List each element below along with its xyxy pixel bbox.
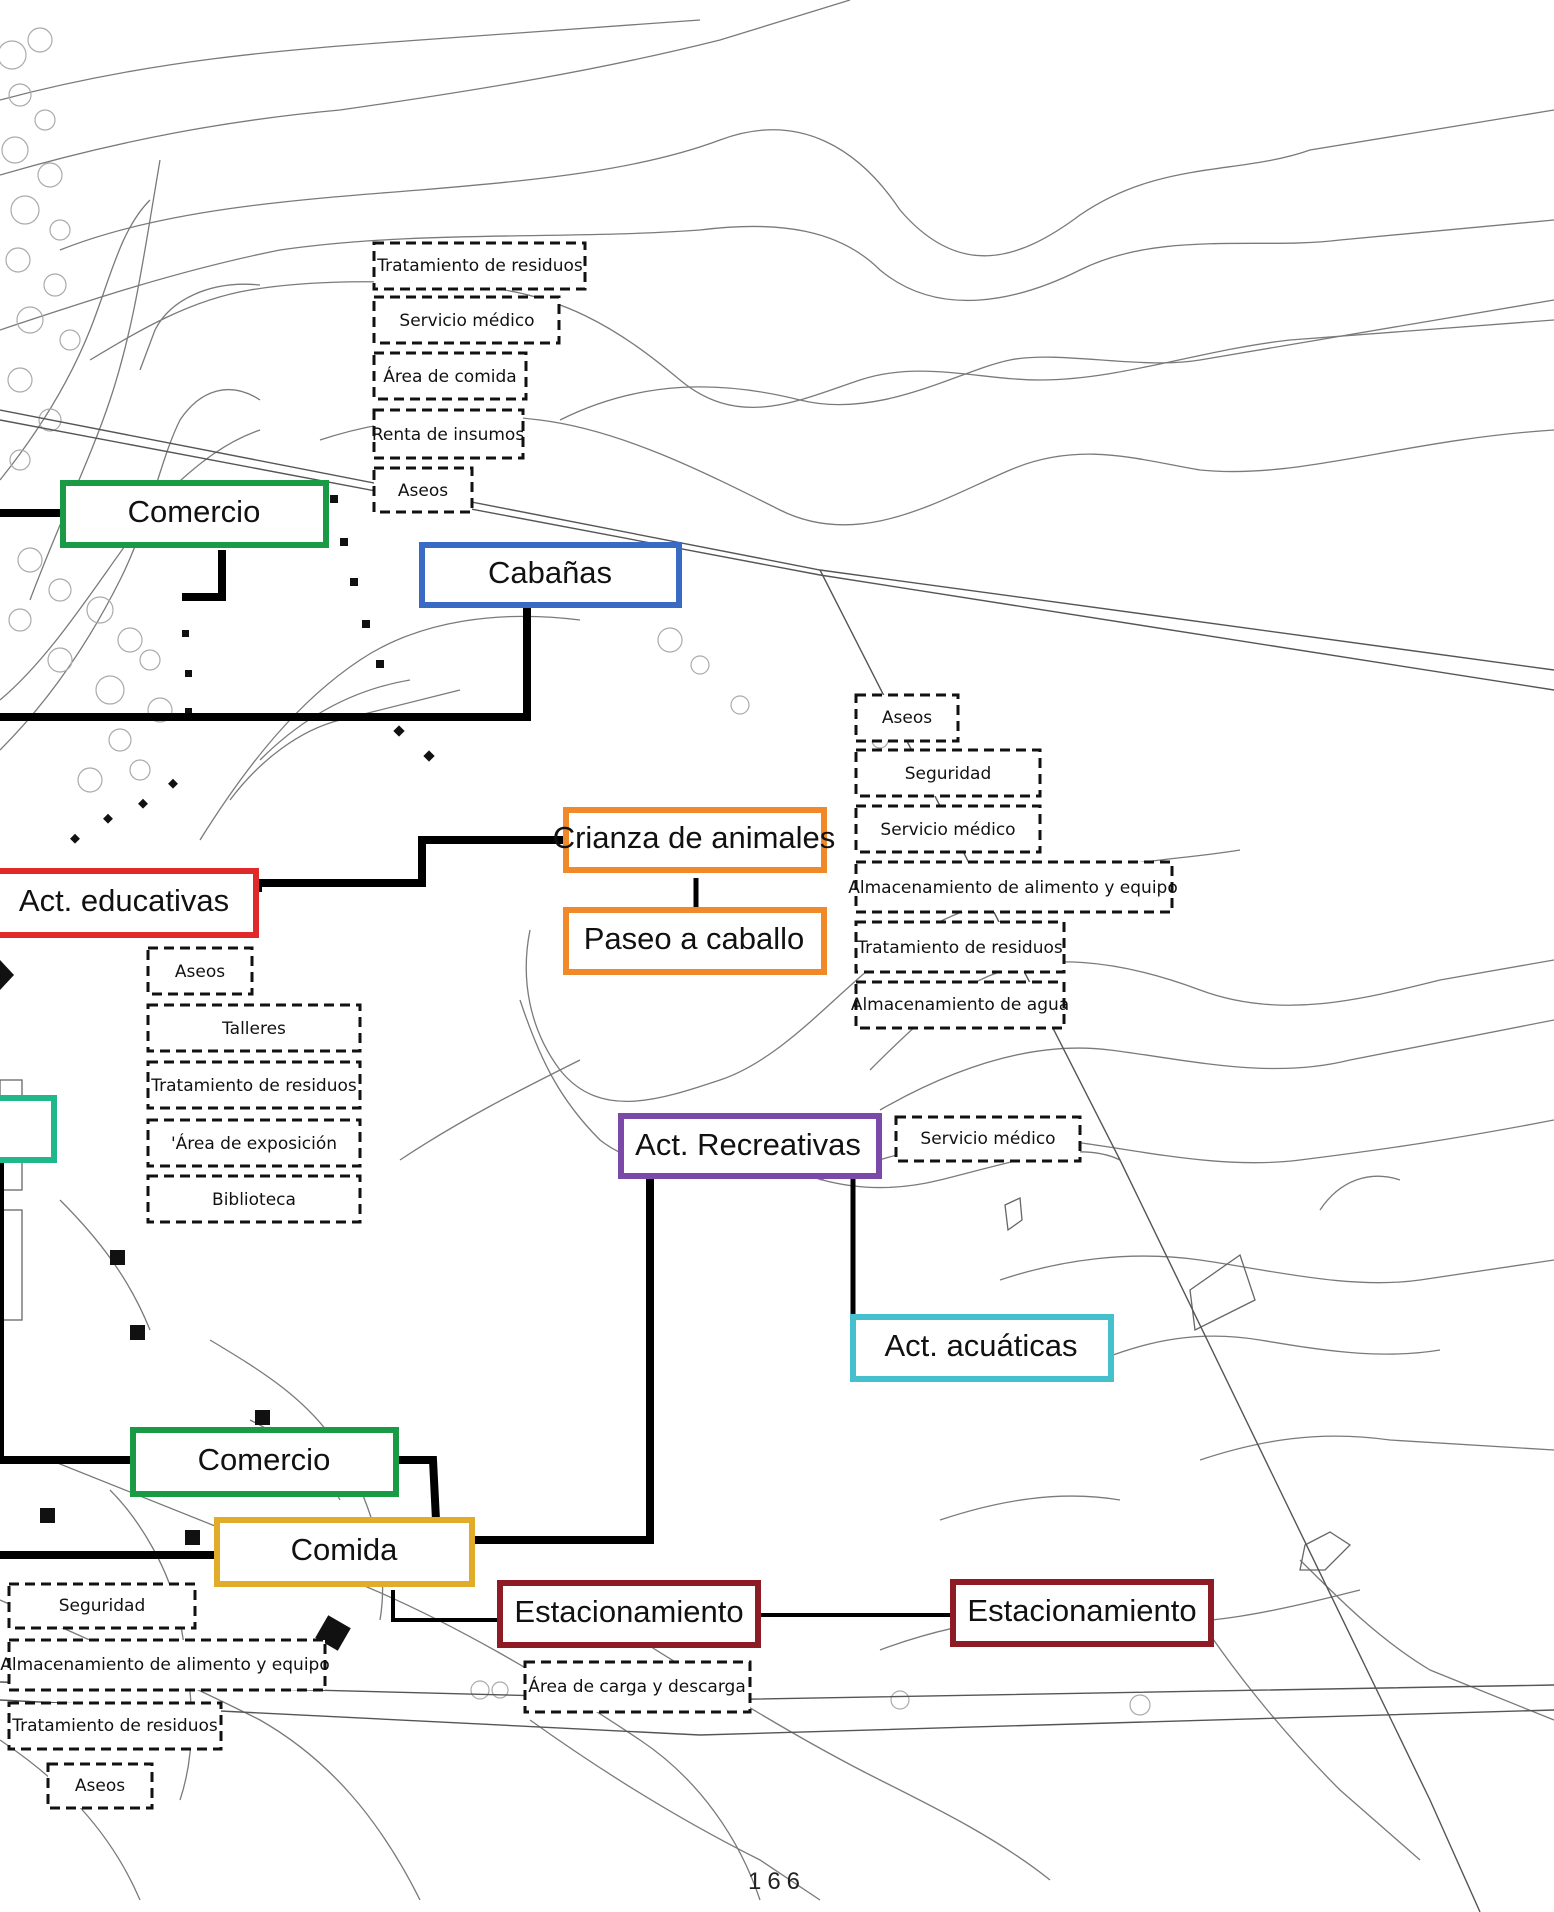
service-cri-6: Almacenamiento de agua [851,995,1069,1015]
service-com-3: Tratamiento de residuos [11,1716,218,1736]
label-estacionamiento-2: Estacionamiento [967,1593,1196,1628]
zone-teal-edge [0,1095,57,1163]
label-cabanas: Cabañas [488,555,612,590]
zone-comercio-top [60,480,329,548]
zone-estacionamiento-1 [497,1580,761,1648]
label-paseo: Paseo a caballo [584,921,805,956]
zone-cabanas [419,542,682,608]
zone-comida [214,1517,475,1587]
service-edu-4: 'Área de exposición [171,1132,337,1154]
service-edu-3: Tratamiento de residuos [150,1076,357,1096]
label-comercio-bottom: Comercio [198,1442,331,1477]
service-boxes [7,241,1174,1810]
service-cab-5: Aseos [398,481,448,501]
zone-recreativas [618,1113,882,1179]
tree-cluster [0,27,1151,1716]
service-cri-5: Tratamiento de residuos [856,938,1063,958]
label-crianza: Crianza de animales [553,820,836,855]
service-cab-2: Servicio médico [399,311,534,331]
zone-paseo [563,907,827,975]
zone-acuaticas [850,1314,1114,1382]
label-comercio-top: Comercio [128,494,261,529]
zone-comercio-bottom [130,1427,399,1497]
service-rec-1: Servicio médico [920,1129,1055,1149]
service-cri-4: Almacenamiento de alimento y equipo [848,878,1178,898]
service-edu-2: Talleres [221,1019,286,1039]
service-edu-1: Aseos [175,962,225,982]
service-cri-2: Seguridad [905,764,992,784]
label-comida: Comida [291,1532,399,1567]
zone-crianza [563,807,827,873]
service-edu-5: Biblioteca [212,1190,296,1210]
service-cri-1: Aseos [882,708,932,728]
service-com-2: Almacenamiento de alimento y equipo [0,1655,330,1675]
label-acuaticas: Act. acuáticas [885,1328,1078,1363]
service-com-4: Aseos [75,1776,125,1796]
label-educativas: Act. educativas [19,883,229,918]
service-cab-4: Renta de insumos [372,425,525,445]
page-number: 166 [747,1868,807,1895]
zone-educativas [0,868,259,938]
zone-labels: Comercio Cabañas Crianza de animales Pas… [19,494,1197,1629]
service-com-1: Seguridad [59,1596,146,1616]
label-recreativas: Act. Recreativas [635,1127,861,1162]
service-cab-1: Tratamiento de residuos [376,256,583,276]
label-estacionamiento-1: Estacionamiento [514,1594,743,1629]
service-labels: Tratamiento de residuos Servicio médico … [0,256,1178,1796]
connectors [0,509,952,1622]
service-est-1: Área de carga y descarga [528,1675,745,1697]
zone-boxes [0,480,1214,1648]
zone-estacionamiento-2 [950,1579,1214,1647]
service-cri-3: Servicio médico [880,820,1015,840]
service-cab-3: Área de comida [383,365,516,387]
